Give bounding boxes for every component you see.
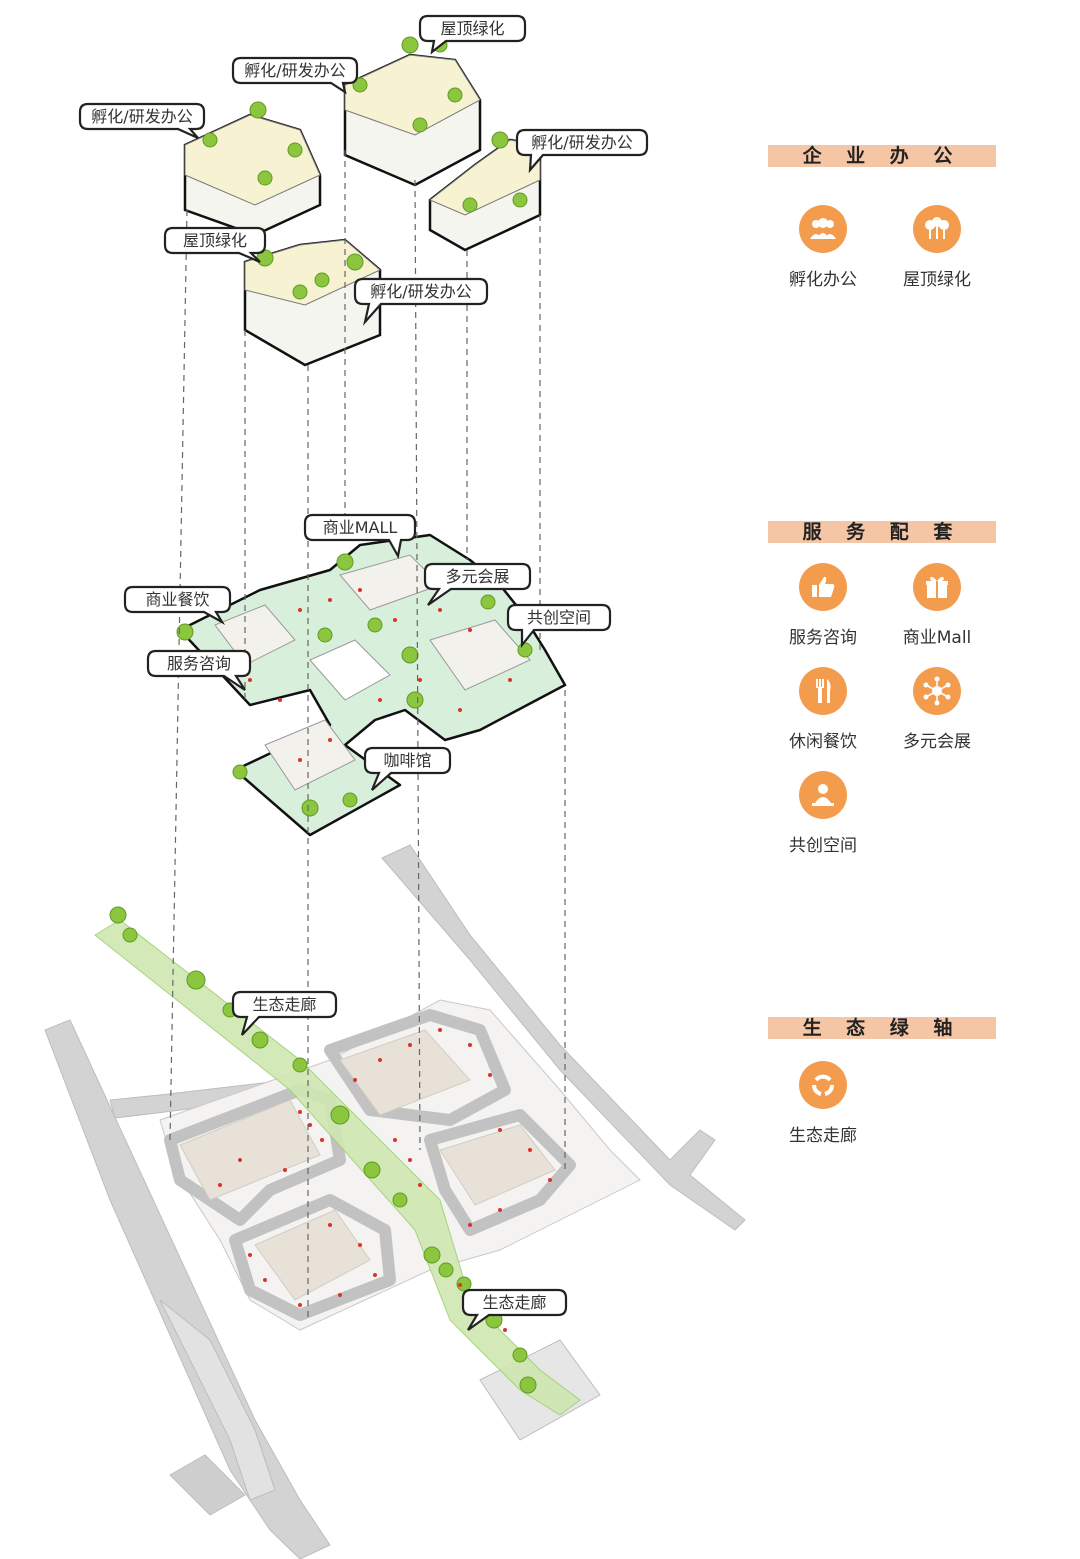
callout-text: 孵化/研发办公 (370, 282, 471, 301)
people-markers (218, 1028, 552, 1332)
callout-bubble (418, 14, 527, 55)
office-block-2 (343, 36, 482, 187)
legend-item-label: 孵化办公 (789, 270, 857, 290)
legend-item-label: 休闲餐饮 (789, 732, 857, 752)
office-block-3 (428, 131, 542, 252)
podium-trees (176, 553, 533, 817)
legend-item-incubation-office: 孵化办公 (768, 205, 878, 290)
building-footprints (179, 1029, 556, 1301)
legend-header: 服 务 配 套 (768, 521, 996, 543)
callout-text: 屋顶绿化 (440, 19, 504, 38)
legend-item-commercial-mall: 商业Mall (882, 563, 992, 648)
legend-item-label: 屋顶绿化 (903, 270, 971, 290)
callout-text: 服务咨询 (167, 654, 231, 673)
legend-item-label: 多元会展 (903, 732, 971, 752)
callout-text: 屋顶绿化 (183, 231, 247, 250)
callout-bubble (423, 562, 532, 606)
callout-bubble (303, 513, 417, 560)
office-block-1 (183, 101, 322, 237)
callout-bubble (231, 990, 338, 1036)
people-icon (799, 205, 847, 253)
legend-section-enterprise-office: 企 业 办 公 孵化办公 屋顶绿化 (768, 145, 996, 290)
network-icon (913, 667, 961, 715)
cutlery-icon (799, 667, 847, 715)
callout-text: 孵化/研发办公 (91, 107, 192, 126)
legend-header: 生 态 绿 轴 (768, 1017, 996, 1039)
legend-item-label: 商业Mall (902, 628, 972, 648)
callout-bubble (515, 128, 649, 174)
legend-item-roof-greening: 屋顶绿化 (882, 205, 992, 290)
callout-label: 多元会展 (423, 562, 532, 606)
legend-item-co-creation-space: 共创空间 (768, 771, 878, 856)
callout-label: 生态走廊 (461, 1288, 568, 1331)
callout-label: 孵化/研发办公 (353, 277, 489, 326)
callout-text: 多元会展 (445, 567, 509, 586)
legend-section-eco-green-axis: 生 态 绿 轴 生态走廊 (768, 1017, 996, 1149)
callout-text: 咖啡馆 (383, 751, 431, 770)
callout-label: 共创空间 (506, 603, 612, 649)
callout-label: 服务咨询 (146, 649, 252, 691)
callout-label: 商业餐饮 (123, 585, 232, 625)
callout-text: 商业餐饮 (145, 590, 209, 609)
callout-label: 商业MALL (303, 513, 417, 560)
thumbs-up-icon (799, 563, 847, 611)
callout-bubble (231, 56, 359, 95)
callout-text: 孵化/研发办公 (244, 61, 345, 80)
legend-item-eco-corridor: 生态走廊 (768, 1061, 878, 1146)
callout-labels: 孵化/研发办公孵化/研发办公屋顶绿化孵化/研发办公屋顶绿化孵化/研发办公商业MA… (78, 14, 649, 1331)
legend-item-label: 服务咨询 (789, 628, 857, 648)
callout-bubble (123, 585, 232, 625)
podium-layer (176, 533, 567, 837)
callout-bubble (163, 226, 267, 264)
person-desk-icon (799, 771, 847, 819)
callout-label: 孵化/研发办公 (78, 102, 206, 140)
callout-label: 孵化/研发办公 (231, 56, 359, 95)
podium-people (248, 588, 512, 762)
callout-text: 孵化/研发办公 (531, 133, 632, 152)
callout-bubble (146, 649, 252, 691)
callout-text: 商业MALL (323, 518, 398, 537)
site-plan-layer (44, 844, 746, 1559)
callout-bubble (353, 277, 489, 326)
roads (44, 844, 746, 1559)
callout-label: 孵化/研发办公 (515, 128, 649, 174)
callout-bubble (506, 603, 612, 649)
callout-label: 生态走廊 (231, 990, 338, 1036)
callout-text: 生态走廊 (482, 1293, 546, 1312)
legend-item-exhibition: 多元会展 (882, 667, 992, 752)
callout-label: 屋顶绿化 (163, 226, 267, 264)
legend-item-label: 生态走廊 (789, 1126, 857, 1146)
trees-icon (913, 205, 961, 253)
callout-bubble (363, 746, 452, 791)
legend-item-leisure-dining: 休闲餐饮 (768, 667, 878, 752)
callout-bubble (461, 1288, 568, 1331)
callout-label: 屋顶绿化 (418, 14, 527, 55)
office-towers-layer (183, 36, 542, 367)
legend-header: 企 业 办 公 (768, 145, 996, 167)
callout-label: 咖啡馆 (363, 746, 452, 791)
callout-text: 共创空间 (527, 608, 591, 627)
legend-item-service-consulting: 服务咨询 (768, 563, 878, 648)
legend-item-label: 共创空间 (789, 836, 857, 856)
cycle-icon (799, 1061, 847, 1109)
legend-section-service-facilities: 服 务 配 套 服务咨询 商业Mall 休闲餐饮 (768, 521, 996, 863)
callout-text: 生态走廊 (252, 995, 316, 1014)
gift-icon (913, 563, 961, 611)
callout-bubble (78, 102, 206, 140)
